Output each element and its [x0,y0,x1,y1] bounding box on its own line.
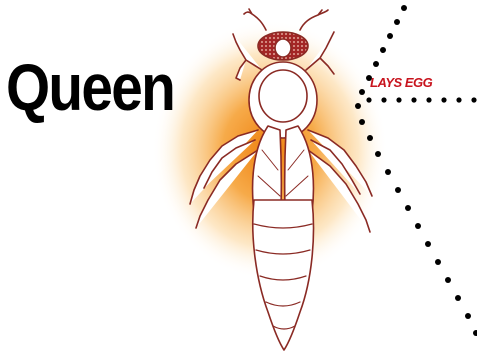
abdomen [253,200,314,350]
page-title: Queen [6,52,174,122]
lays-egg-label: LAYS EGG [370,75,432,90]
thorax-shield [259,70,307,122]
dotted-line-top [355,5,407,109]
head-center [275,39,291,57]
dotted-line-label [366,97,476,102]
dotted-line-bottom [359,119,477,336]
